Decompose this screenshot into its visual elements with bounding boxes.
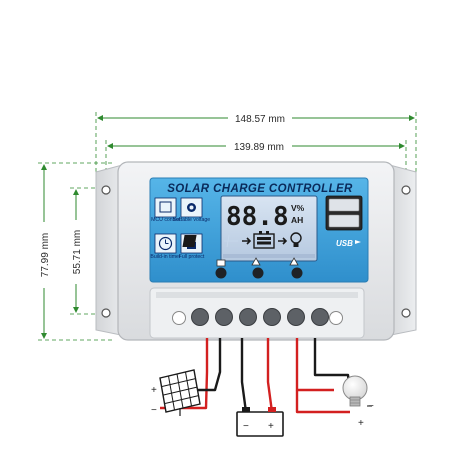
lcd-bulb-icon [290,232,302,247]
dimension-overall-height: 77.99 mm [38,162,112,341]
front-panel: SOLAR CHARGE CONTROLLER MCU control Sett… [149,177,369,283]
solar-minus-sign: − [151,405,157,416]
wire-battery-positive [266,338,274,413]
load-minus-sign: − [368,401,374,412]
mount-hole-top-left [101,185,111,195]
battery-plus-sign: + [268,421,274,432]
lcd-solar-icon [182,234,238,248]
terminal-load-negative[interactable] [311,308,329,326]
lcd-battery-icon [253,231,275,249]
usb-port-2[interactable] [328,214,360,228]
status-indicators [215,257,303,279]
battery-icon: − + [236,407,284,437]
usb-port-1[interactable] [328,198,360,212]
panel-title: SOLAR CHARGE CONTROLLER [167,183,353,195]
battery-minus-sign: − [243,421,249,432]
led-solar [215,267,227,279]
svg-text:Settable voltage: Settable voltage [173,217,210,223]
wire-solar-negative [196,338,222,392]
lcd-display: 88.8 V% AH [182,195,318,262]
solar-plus-sign: + [151,385,157,396]
terminal-block [172,308,343,326]
overall-width-label: 148.57 mm [235,114,285,125]
svg-text:Build-in timer: Build-in timer [150,254,181,260]
led-load [291,267,303,279]
wire-battery-negative [240,338,248,413]
svg-text:Full protect: Full protect [179,254,205,260]
lcd-arrow-icon-2 [278,237,288,245]
mount-hole-bottom-right [401,308,411,318]
usb-module: USB [325,195,363,248]
build-in-timer-icon: Build-in timer [150,233,181,260]
lcd-unit-top: V% [291,203,305,213]
terminal-battery-positive[interactable] [239,308,257,326]
lcd-arrow-icon-1 [242,237,252,245]
inner-width-label: 139.89 mm [234,142,284,153]
load-plus-sign: + [358,418,364,429]
svg-text:MCU control: MCU control [151,217,180,223]
mcu-control-icon: MCU control [151,197,180,223]
light-bulb-icon: − + [342,375,374,429]
load-indicator-icon [289,257,299,266]
terminal-battery-negative[interactable] [263,308,281,326]
overall-height-label: 77.99 mm [40,233,51,277]
battery-indicator-icon [251,257,261,266]
usb-label: USB [336,239,353,248]
inner-height-label: 55.71 mm [72,230,83,274]
terminal-solar-positive[interactable] [191,308,209,326]
solar-indicator-icon [216,259,226,267]
usb-icon [355,240,361,244]
lcd-unit-bottom: AH [291,215,303,225]
terminal-load-positive[interactable] [287,308,305,326]
settable-voltage-icon: Settable voltage [173,197,210,223]
mount-hole-top-right [401,185,411,195]
led-battery [252,267,264,279]
terminal-solar-negative[interactable] [215,308,233,326]
mount-hole-bottom-left [101,308,111,318]
solar-panel-icon: + − [151,369,201,416]
lcd-readout: 88.8 [226,202,289,232]
